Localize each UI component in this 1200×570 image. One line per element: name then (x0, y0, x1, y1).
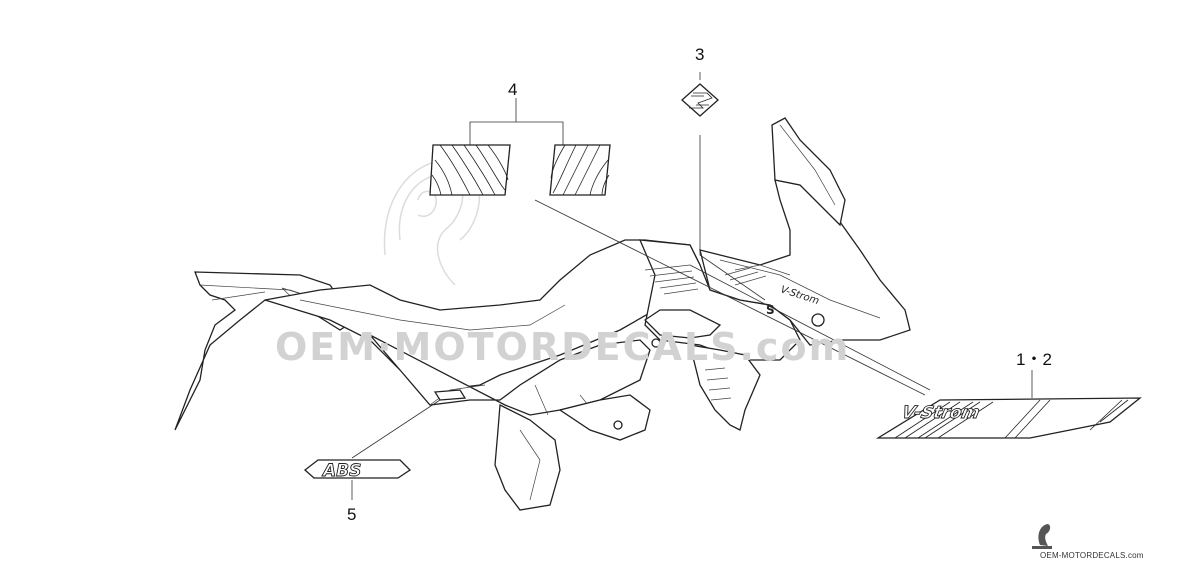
part3-leader (699, 135, 766, 301)
callout-1-2: 1・2 (1016, 350, 1052, 369)
tank-pad-left (429, 144, 511, 196)
part3-suzuki-logo (681, 72, 766, 301)
watermark-text: OEM·MOTORDECALS.com (275, 325, 851, 369)
tank-pad-right (549, 144, 611, 196)
part12-vstrom-decal: V-Strom (534, 199, 1142, 439)
footer-watermark: OEM-MOTORDECALS.com (1040, 551, 1144, 560)
windscreen (771, 117, 846, 227)
front-fairing (699, 179, 911, 346)
engine-cover (494, 403, 561, 511)
callout-4: 4 (508, 80, 518, 99)
vstrom-logo-text: V-Strom (900, 403, 981, 423)
part5-abs-emblem: ABS (303, 399, 441, 500)
part4-tank-pads (429, 98, 611, 196)
fairing-suzuki-logo: S (766, 303, 775, 317)
lower-cowl (689, 344, 761, 431)
part4-bracket (469, 98, 564, 145)
footer-emblem-icon (1032, 524, 1052, 549)
motorcycle-body: V-Strom S (174, 117, 911, 511)
callout-5: 5 (347, 505, 357, 524)
abs-logo-text: ABS (321, 461, 361, 481)
callout-3: 3 (695, 45, 705, 64)
lower-panel (558, 394, 651, 441)
tank-stripes (644, 264, 699, 295)
